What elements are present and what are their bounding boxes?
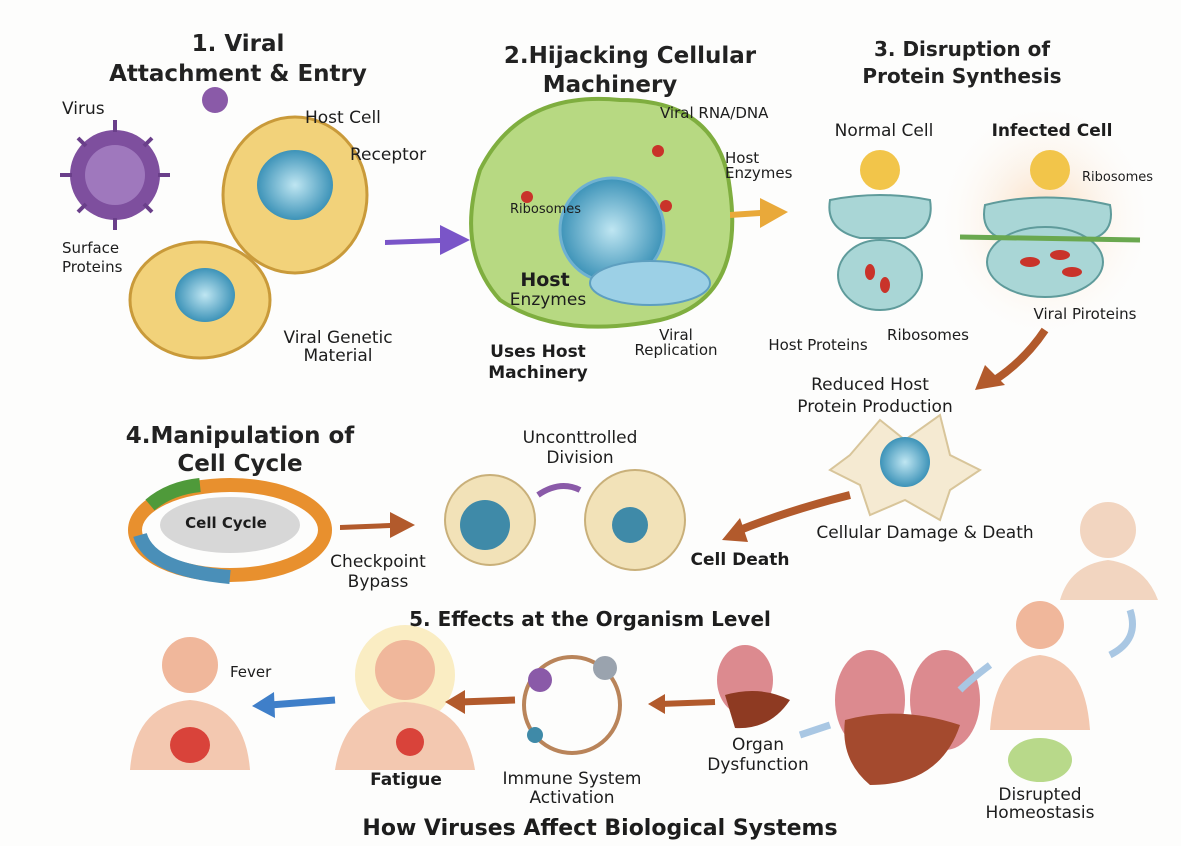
label-fatigue: Fatigue [370, 770, 442, 790]
section2-title-line2: Machinery [542, 72, 678, 98]
label-uses-host-1: Uses Host [490, 342, 586, 362]
section3-title-line1: 3. Disruption of [873, 37, 1051, 61]
label-surface-proteins-1: Surface [62, 239, 120, 257]
label-host-enzymes-1: Host [725, 149, 760, 167]
arrow-to-cell-death [722, 491, 851, 542]
label-viral-replication-2: Replication [634, 341, 718, 359]
footer-title: How Viruses Affect Biological Systems [362, 816, 838, 841]
label-viral-genetic-1: Viral Genetic [283, 328, 393, 348]
label-division-1: Unconttrolled [522, 428, 638, 448]
label-ribosomes-bottom: Ribosomes [887, 326, 969, 344]
arrow-immune [648, 694, 716, 714]
label-ribosomes: Ribosomes [510, 202, 582, 217]
arrow-fever [252, 692, 336, 718]
person-fever-icon [130, 637, 250, 770]
dividing-cells-icon [444, 469, 686, 571]
label-viral-genetic-2: Material [303, 346, 373, 366]
arrow-fatigue [445, 690, 516, 714]
label-reduced-1: Reduced Host [811, 375, 929, 395]
damaged-cell-icon [828, 413, 982, 522]
arrow-checkpoint [340, 512, 415, 538]
person-homeostasis-icon [990, 502, 1158, 782]
label-checkpoint-1: Checkpoint [330, 552, 426, 572]
section3-title-line2: Protein Synthesis [862, 64, 1062, 88]
green-cell-icon [469, 96, 735, 329]
arrow-division [536, 483, 582, 498]
label-surface-proteins-2: Proteins [62, 258, 123, 276]
label-fever: Fever [230, 663, 272, 681]
label-organ-2: Dysfunction [707, 755, 809, 775]
cell-cycle-icon [128, 478, 332, 584]
label-viral-replication-1: Viral [659, 326, 693, 344]
label-homeostasis-1: Disrupted [998, 785, 1082, 805]
section4-title-line2: Cell Cycle [177, 451, 303, 477]
section4-title-line1: 4.Manipulation of [125, 423, 355, 449]
section2-title-line1: 2.Hijacking Cellular [503, 43, 757, 69]
label-cellular-damage: Cellular Damage & Death [816, 523, 1034, 543]
label-cell-cycle: Cell Cycle [185, 514, 267, 532]
label-immune-2: Activation [529, 788, 615, 808]
label-division-2: Division [546, 448, 614, 468]
label-virus: Virus [62, 99, 105, 119]
virus-icon [60, 87, 228, 230]
arrow-homeostasis [1108, 608, 1136, 659]
section1-title-line2: Attachment & Entry [109, 61, 367, 87]
organs-icon [717, 645, 980, 785]
label-viral-rna: Viral RNA/DNA [660, 104, 769, 122]
immune-activation-icon [522, 655, 622, 755]
label-checkpoint-2: Bypass [347, 572, 409, 592]
ribosome-infected-icon [959, 150, 1141, 298]
label-cell-death: Cell Death [690, 550, 790, 570]
label-enzymes-big: Enzymes [509, 290, 587, 310]
person-fatigue-icon [335, 625, 475, 770]
arrow-2-to-3 [730, 198, 788, 228]
section5-title: 5. Effects at the Organism Level [409, 607, 771, 631]
arrow-organ [798, 662, 993, 739]
label-host-big: Host [520, 269, 570, 291]
ribosome-normal-icon [828, 150, 932, 311]
label-host-enzymes-2: Enzymes [725, 164, 793, 182]
arrow-1-to-2 [385, 225, 470, 255]
arrow-3-down [975, 327, 1049, 390]
label-infected-cell: Infected Cell [991, 121, 1113, 141]
label-homeostasis-2: Homeostasis [985, 803, 1095, 823]
label-immune-1: Immune System [502, 769, 642, 789]
label-uses-host-2: Machinery [488, 363, 588, 383]
label-host-proteins: Host Proteins [768, 336, 868, 354]
label-ribosomes-top: Ribosomes [1082, 170, 1154, 185]
label-organ-1: Organ [731, 735, 785, 755]
section1-title-line1: 1. Viral [191, 31, 285, 57]
host-cell-icon [128, 115, 369, 360]
label-normal-cell: Normal Cell [834, 121, 934, 141]
label-viral-proteins: Viral Piroteins [1033, 305, 1137, 323]
label-reduced-2: Protein Production [797, 397, 953, 417]
label-host-cell: Host Cell [305, 108, 381, 128]
label-receptor: Receptor [350, 145, 427, 165]
